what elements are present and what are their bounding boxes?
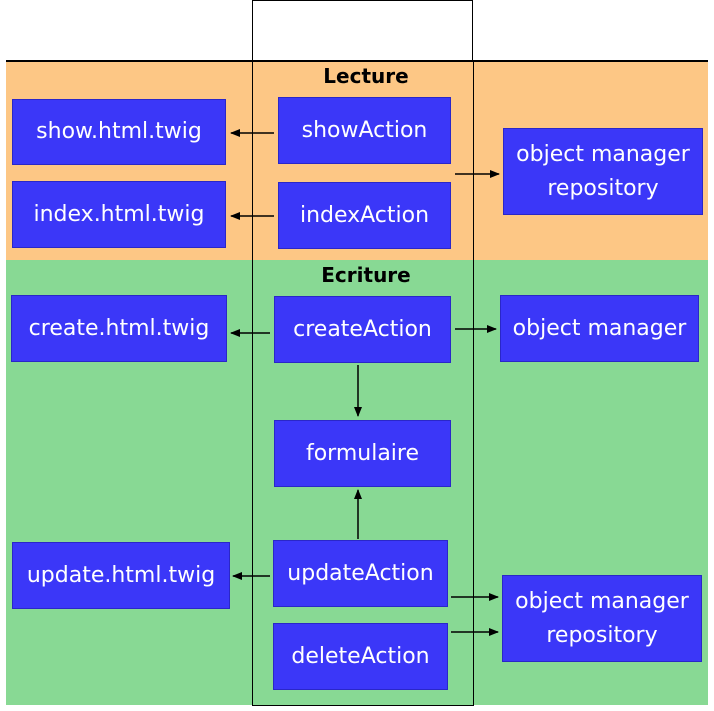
lecture-title: Lecture — [323, 64, 409, 88]
show-template-box: show.html.twig — [12, 99, 226, 165]
lecture-om-repository-box: object manager repository — [503, 128, 703, 215]
ecriture-title: Ecriture — [321, 263, 411, 287]
ecriture-om-repository-box: object manager repository — [502, 575, 702, 662]
update-template-box: update.html.twig — [12, 542, 230, 609]
create-template-box: create.html.twig — [11, 295, 227, 362]
delete-action-box: deleteAction — [273, 623, 448, 690]
controller-column — [252, 60, 474, 706]
formulaire-box: formulaire — [274, 420, 451, 487]
create-action-box: createAction — [274, 296, 451, 363]
index-action-box: indexAction — [278, 182, 451, 249]
index-template-box: index.html.twig — [12, 181, 226, 248]
controller-column-header — [252, 0, 473, 60]
show-action-box: showAction — [278, 97, 451, 164]
update-action-box: updateAction — [273, 540, 448, 607]
object-manager-box: object manager — [500, 295, 699, 362]
